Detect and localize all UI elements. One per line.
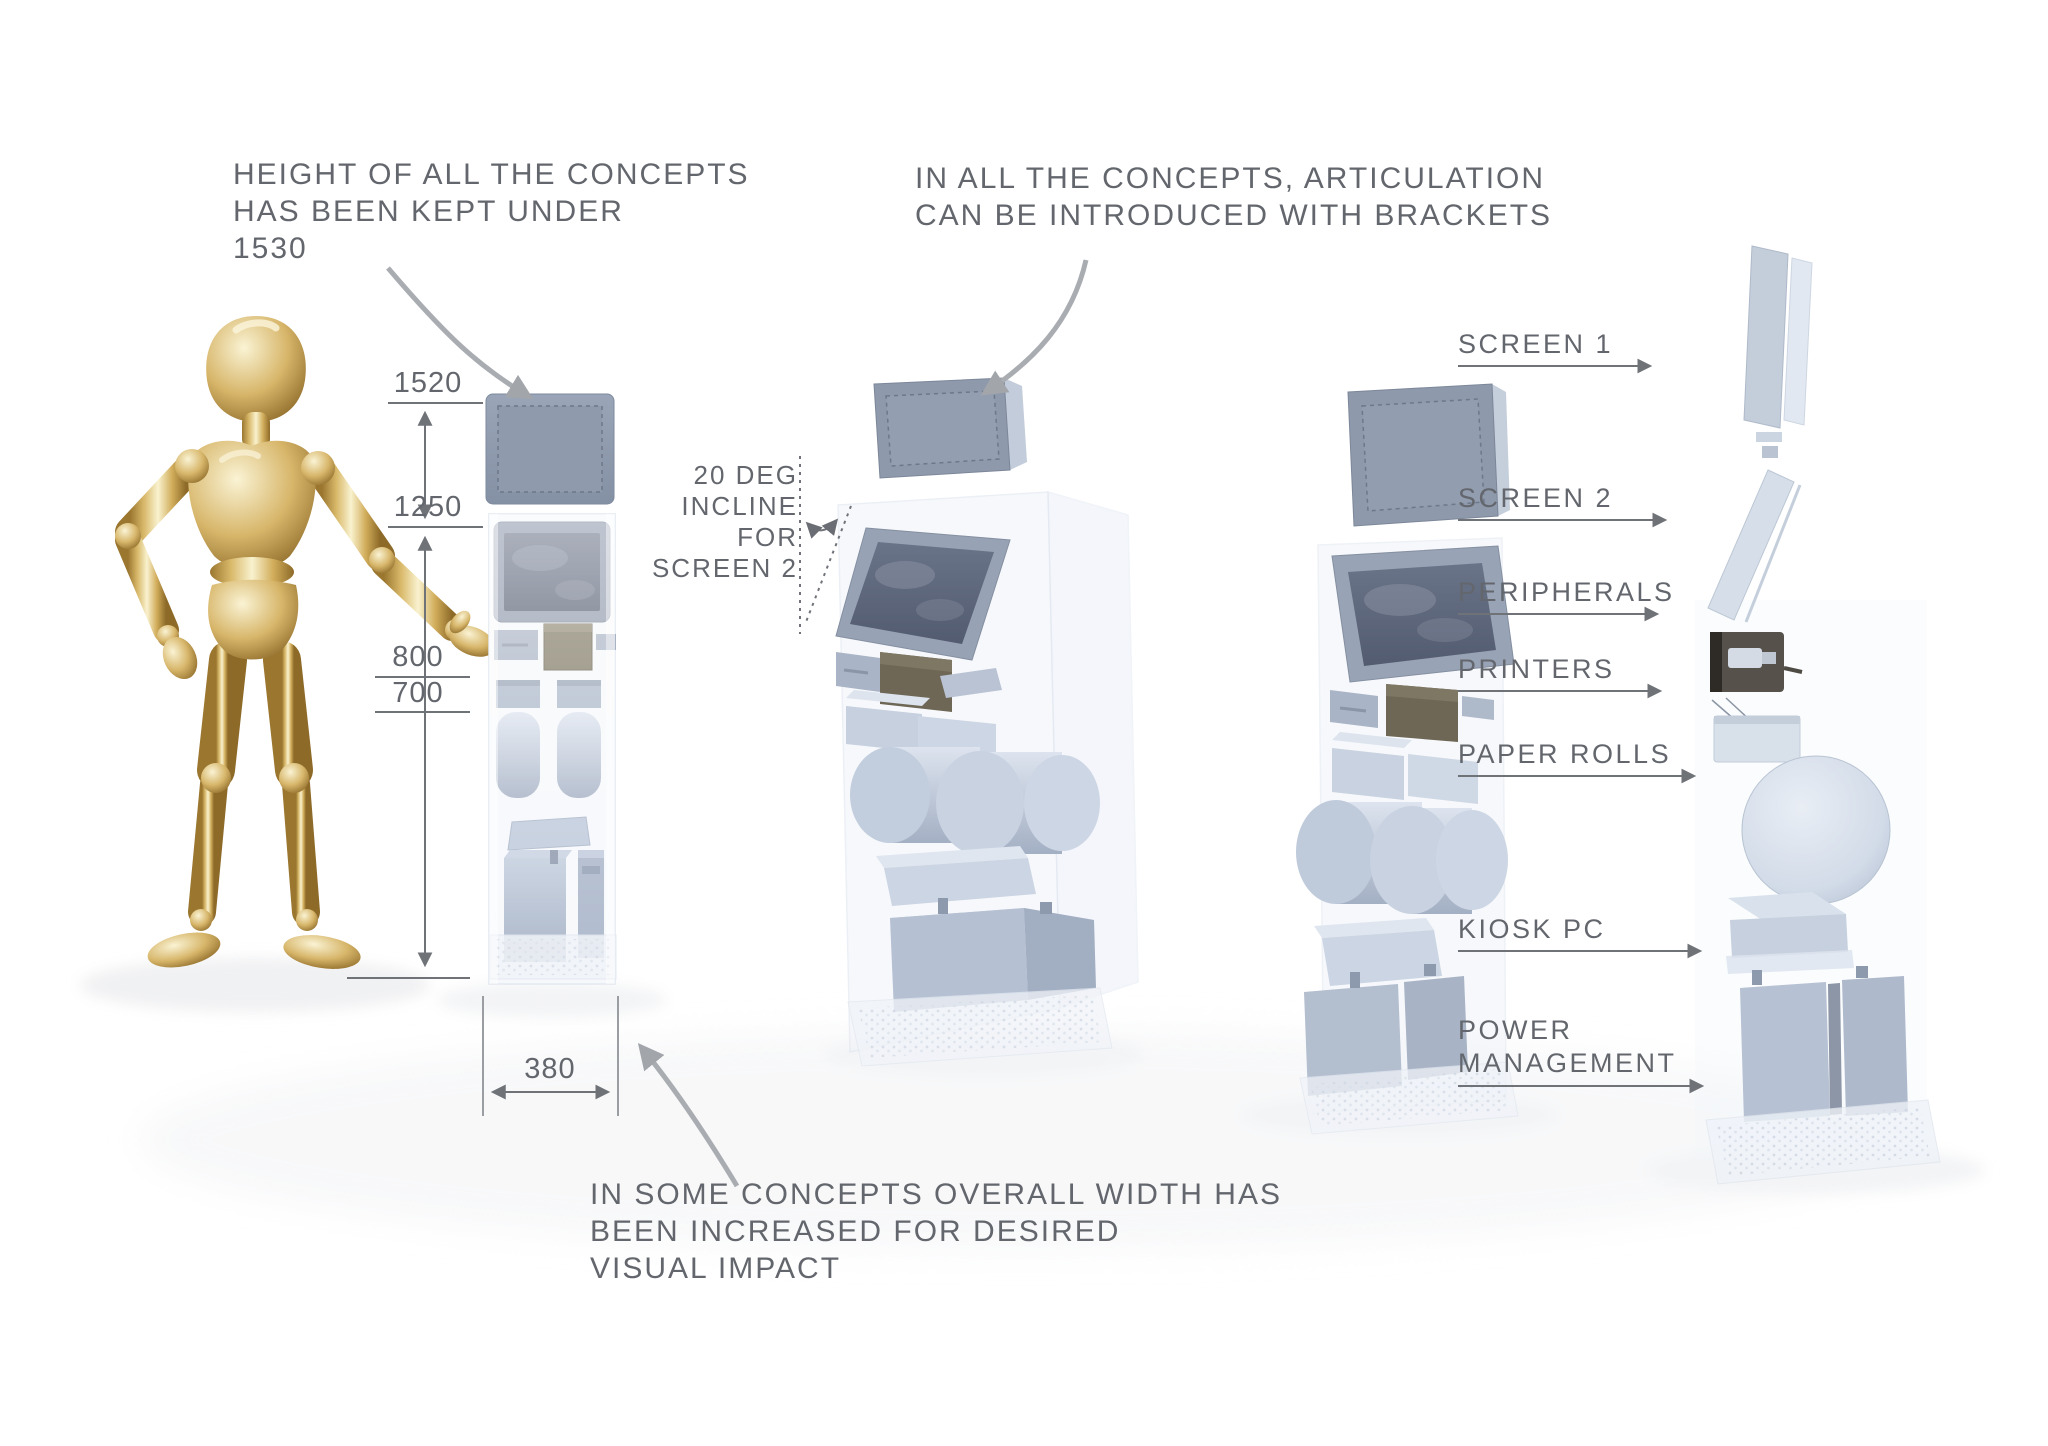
kiosk-angled-exploded-view [835, 377, 1139, 1067]
tq-paper-roll-right [1370, 806, 1454, 914]
side-power-unit [1842, 976, 1908, 1116]
kiosk-side-profile-exploded-view [1695, 245, 1941, 1185]
mannequin-left-foot [147, 932, 221, 968]
component-leader-lines [1458, 358, 1705, 1094]
tq-pc-lid [1322, 930, 1442, 986]
dimension-label-800: 800 [392, 641, 444, 673]
side-screen2 [1707, 469, 1795, 621]
mannequin-right-calf [282, 770, 320, 926]
mannequin-right-forearm [371, 551, 465, 641]
tq-printer-left [1332, 748, 1404, 800]
mannequin-left-hand [162, 636, 198, 680]
angled-screen1-panel [885, 390, 1000, 467]
angled-paper-roll-right [936, 751, 1024, 855]
front-pc-lid [507, 816, 591, 851]
articulation-note-arrow [980, 259, 1089, 396]
dimension-label-1250: 1250 [393, 491, 463, 523]
mannequin-right-upper-arm [307, 457, 395, 571]
component-label-screen2: SCREEN 2 [1458, 483, 1614, 513]
angled-kiosk-pc [890, 908, 1028, 1012]
side-screen1 [1743, 245, 1789, 429]
dimension-label-380: 380 [524, 1053, 576, 1085]
mannequin-left-forearm [115, 527, 179, 643]
tq-power-unit [1404, 976, 1468, 1080]
mannequin-pelvis [208, 579, 299, 660]
front-screen1-panel [497, 405, 603, 493]
component-label-kiosk-pc: KIOSK PC [1458, 914, 1606, 944]
mannequin-torso [188, 440, 316, 570]
component-label-paper-rolls: PAPER ROLLS [1458, 739, 1672, 769]
side-pc-lid [1730, 914, 1848, 958]
component-label-printers: PRINTERS [1458, 654, 1615, 684]
width-note-arrow [637, 1042, 740, 1188]
mannequin-right-foot [283, 935, 361, 969]
note-height-limit: HEIGHT OF ALL THE CONCEPTS HAS BEEN KEPT… [233, 158, 750, 265]
note-width-increase: IN SOME CONCEPTS OVERALL WIDTH HAS BEEN … [590, 1178, 1282, 1285]
angled-pc-lid [884, 858, 1036, 906]
callout-arrows [386, 259, 1089, 1188]
tq-paper-roll-left [1296, 800, 1376, 904]
mannequin-right-thigh [263, 641, 313, 789]
dimension-lines [347, 402, 619, 1116]
incline-angle-arrow [805, 518, 839, 539]
front-paper-roll-left [496, 712, 540, 798]
incline-indicator [799, 456, 852, 634]
mannequin-left-upper-arm [115, 457, 201, 547]
side-paper-roll [1741, 755, 1891, 905]
component-label-peripherals: PERIPHERALS [1458, 577, 1675, 607]
note-screen2-incline: 20 DEG INCLINE FOR SCREEN 2 [651, 460, 798, 583]
front-screen2-panel [504, 533, 600, 611]
side-kiosk-pc [1740, 982, 1830, 1122]
kiosk-three-quarter-exploded-view [1296, 383, 1519, 1135]
angled-paper-roll-left [850, 747, 930, 843]
mannequin-head [206, 316, 306, 422]
dimension-label-700: 700 [392, 677, 444, 709]
front-paper-roll-right [557, 712, 601, 798]
height-note-arrow [386, 266, 534, 400]
tq-screen1-panel [1361, 398, 1485, 512]
note-articulation: IN ALL THE CONCEPTS, ARTICULATION CAN BE… [915, 162, 1553, 232]
angled-power-unit [1024, 908, 1096, 1000]
mannequin-figure [115, 316, 495, 969]
component-label-screen1: SCREEN 1 [1458, 329, 1614, 359]
dimension-label-1520: 1520 [393, 367, 463, 399]
mannequin-left-thigh [197, 641, 247, 789]
kiosk-front-view [485, 393, 617, 985]
mannequin-left-calf [188, 770, 228, 926]
mannequin-right-hand [449, 625, 495, 657]
angled-printer-left [846, 706, 922, 752]
tq-printer-right [1408, 754, 1478, 804]
tq-kiosk-pc [1304, 984, 1402, 1096]
mannequin-neck [242, 412, 270, 450]
component-label-power-management: POWER MANAGEMENT [1458, 1015, 1677, 1078]
